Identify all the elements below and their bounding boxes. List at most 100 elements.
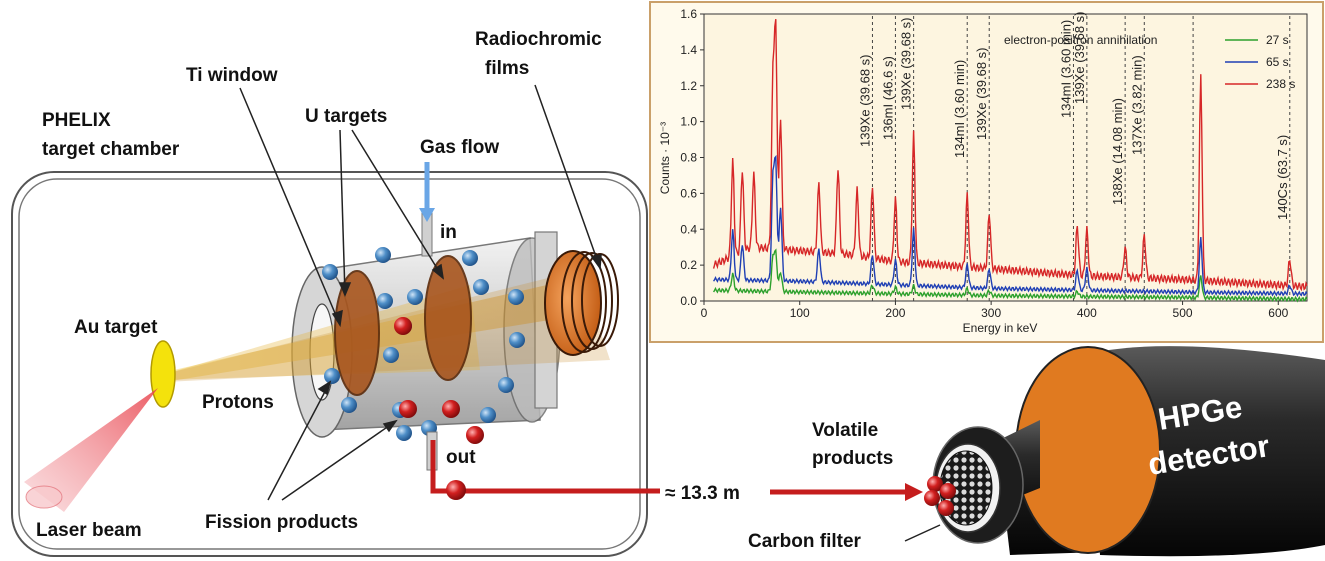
fission-pointer-2-head [382, 419, 398, 433]
gas-flow-label: Gas flow [420, 137, 499, 158]
chamber-label-line1: PHELIX [42, 110, 111, 131]
spectrum-series [712, 19, 1308, 303]
distance-label: ≈ 13.3 m [665, 483, 740, 504]
peak-label: 138Xe (14.08 min) [1110, 98, 1125, 205]
volatile-product [938, 500, 954, 516]
protons-label: Protons [202, 392, 274, 413]
y-tick-label: 1.2 [680, 79, 697, 93]
spectrum-line-27s [712, 248, 1308, 303]
y-tick-label: 1.4 [680, 43, 697, 57]
peak-labels: 139Xe (39.68 s) 136mI (46.6 s) 139Xe (39.6… [857, 11, 1289, 220]
u-target-disk-2 [424, 255, 472, 381]
peak-label: 139Xe (39.68 s) [899, 17, 914, 110]
u-target-pointer-2 [351, 129, 444, 279]
peak-label: 134mI (3.60 min) [952, 60, 967, 158]
x-tick-label: 600 [1268, 306, 1288, 320]
volatile-product [940, 483, 956, 499]
film-layer-2 [571, 252, 613, 350]
transport-arrow-head [905, 483, 923, 501]
u-target-pointer-2-head [431, 263, 445, 280]
proton-particle [341, 397, 357, 413]
plot-area [703, 13, 1308, 302]
peak-label: 137Xe (3.82 min) [1129, 55, 1144, 155]
carbon-filter-pointer [904, 524, 941, 542]
peak-label: 139Xe (39.68 s) [974, 47, 989, 140]
volatile-label-line1: Volatile [812, 420, 878, 441]
radiochromic-pointer [534, 84, 601, 269]
volatile-product [924, 490, 940, 506]
proton-particle [498, 377, 514, 393]
gas-in-label: in [440, 222, 457, 243]
ti-window-pointer [239, 87, 341, 326]
y-tick-label: 0.2 [680, 258, 697, 272]
chamber-outer-wall [11, 171, 648, 557]
volatile-product [927, 476, 943, 492]
legend-entry: 238 s [1266, 77, 1295, 91]
fission-product [466, 426, 484, 444]
proton-particle [396, 425, 412, 441]
u-target-pointer-1-head [338, 282, 352, 297]
peak-label: 134mI (3.60 min) [1058, 20, 1073, 118]
film-layer-3 [581, 253, 619, 347]
proton-cone-lower [165, 270, 610, 382]
laser-beam-cone [24, 388, 158, 512]
y-tick-label: 0.6 [680, 186, 697, 200]
laser-beam-aperture [25, 485, 63, 509]
carbon-filter-label: Carbon filter [748, 531, 862, 552]
transported-product [446, 480, 466, 500]
legend-entry: 27 s [1266, 33, 1289, 47]
proton-particle [407, 289, 423, 305]
u-target-pointer-1 [339, 129, 346, 296]
fission-pointer-1-head [317, 380, 332, 396]
peak-label: 136mI (46.6 s) [880, 56, 895, 140]
proton-particle [383, 347, 399, 363]
peak-label: 139Xe (39.68 s) [857, 54, 872, 147]
au-target [150, 340, 176, 408]
chamber-label-line2: target chamber [42, 139, 180, 160]
proton-particle [324, 368, 340, 384]
fission-product [394, 317, 412, 335]
film-layer-1 [561, 251, 607, 353]
x-tick-label: 0 [701, 306, 708, 320]
laser-beam-label: Laser beam [36, 520, 142, 541]
x-axis-label: Energy in keV [963, 321, 1038, 335]
proton-beam-core [165, 285, 480, 380]
ti-window-pointer-head [331, 309, 343, 328]
fission-product [399, 400, 417, 418]
x-tick-label: 200 [885, 306, 905, 320]
x-tick-label: 400 [1077, 306, 1097, 320]
x-tick-label: 100 [790, 306, 810, 320]
proton-particle [508, 289, 524, 305]
au-target-label: Au target [74, 317, 158, 338]
spectrum-line-238s [712, 19, 1308, 292]
y-axis-label: Counts · 10⁻³ [658, 122, 672, 194]
proton-particle [375, 247, 391, 263]
legend-title: electron-positron annihilation [1004, 33, 1157, 47]
particles [322, 247, 525, 444]
fission-pointer-2 [281, 420, 397, 501]
proton-particle [377, 293, 393, 309]
fission-pointer-1 [267, 381, 331, 501]
transport-line [430, 440, 660, 494]
proton-particle [322, 264, 338, 280]
u-target-disk-1 [334, 270, 380, 396]
ti-window-label: Ti window [186, 65, 278, 86]
radiochromic-label-line2: films [485, 58, 529, 79]
peak-label: 140Cs (63.7 s) [1275, 135, 1290, 220]
proton-particle [473, 279, 489, 295]
proton-particle [462, 250, 478, 266]
y-tick-label: 1.6 [680, 7, 697, 21]
gas-inflow-arrow-head [419, 208, 435, 222]
y-tick-label: 0.4 [680, 222, 697, 236]
fission-products-label: Fission products [205, 512, 358, 533]
x-tick-label: 300 [981, 306, 1001, 320]
y-tick-label: 0.0 [680, 294, 697, 308]
pointer-lines [239, 84, 602, 501]
proton-particle [509, 332, 525, 348]
u-targets-label: U targets [305, 106, 387, 127]
